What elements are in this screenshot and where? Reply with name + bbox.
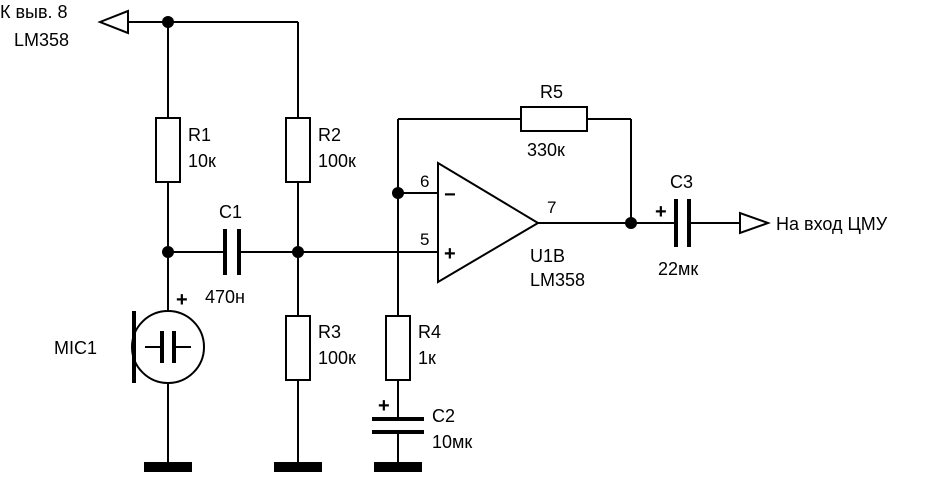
c1-value: 470н (205, 287, 245, 307)
mic-ref: MIC1 (54, 338, 97, 358)
microphone-mic1 (131, 310, 205, 384)
capacitor-c1 (223, 229, 241, 275)
junction-dot-mic (162, 246, 174, 258)
output-port-arrow (739, 211, 771, 235)
resistor-r3 (285, 315, 311, 381)
junction-dot-output (625, 217, 637, 229)
r5-value: 330к (527, 140, 565, 160)
capacitor-c2 (372, 417, 424, 434)
r5-ref: R5 (540, 82, 563, 102)
junction-dot-inverting (392, 187, 404, 199)
input-port-label-1: К выв. 8 (0, 2, 68, 22)
opamp-pin-6: 6 (420, 172, 429, 191)
opamp-minus-sign: − (444, 184, 456, 206)
opamp-ref: U1B (530, 246, 565, 266)
opamp-pin-7: 7 (547, 198, 556, 217)
opamp-u1b (437, 161, 540, 284)
r3-ref: R3 (318, 322, 341, 342)
opamp-plus-sign: + (444, 243, 456, 265)
output-port-label: На вход ЦМУ (776, 214, 888, 234)
opamp-pin-5: 5 (420, 230, 429, 249)
input-port-arrow (97, 9, 129, 35)
resistor-r5 (520, 106, 588, 132)
opamp-part: LM358 (530, 270, 585, 290)
ground-symbol-r3 (274, 462, 322, 472)
r2-value: 100к (318, 151, 356, 171)
c2-value: 10мк (432, 432, 472, 452)
r2-ref: R2 (318, 125, 341, 145)
r3-value: 100к (318, 348, 356, 368)
resistor-r1 (155, 117, 181, 183)
r4-value: 1к (418, 348, 436, 368)
mic-plus-sign: + (176, 289, 188, 311)
junction-dot-supply (162, 16, 174, 28)
junction-dot-bias (292, 246, 304, 258)
c1-ref: C1 (219, 202, 242, 222)
c2-ref: C2 (432, 406, 455, 426)
capacitor-c3 (674, 199, 691, 247)
resistor-r4 (385, 315, 411, 381)
ground-symbol-mic (144, 462, 192, 472)
c3-plus-sign: + (655, 201, 667, 223)
r1-value: 10к (188, 151, 216, 171)
r1-ref: R1 (188, 125, 211, 145)
resistor-r2 (285, 117, 311, 183)
c3-ref: C3 (670, 172, 693, 192)
wires (128, 21, 740, 462)
c3-value: 22мк (658, 259, 698, 279)
r4-ref: R4 (418, 322, 441, 342)
c2-plus-sign: + (378, 395, 390, 417)
ground-symbol-c2 (374, 462, 422, 472)
input-port-label-2: LM358 (14, 30, 69, 50)
